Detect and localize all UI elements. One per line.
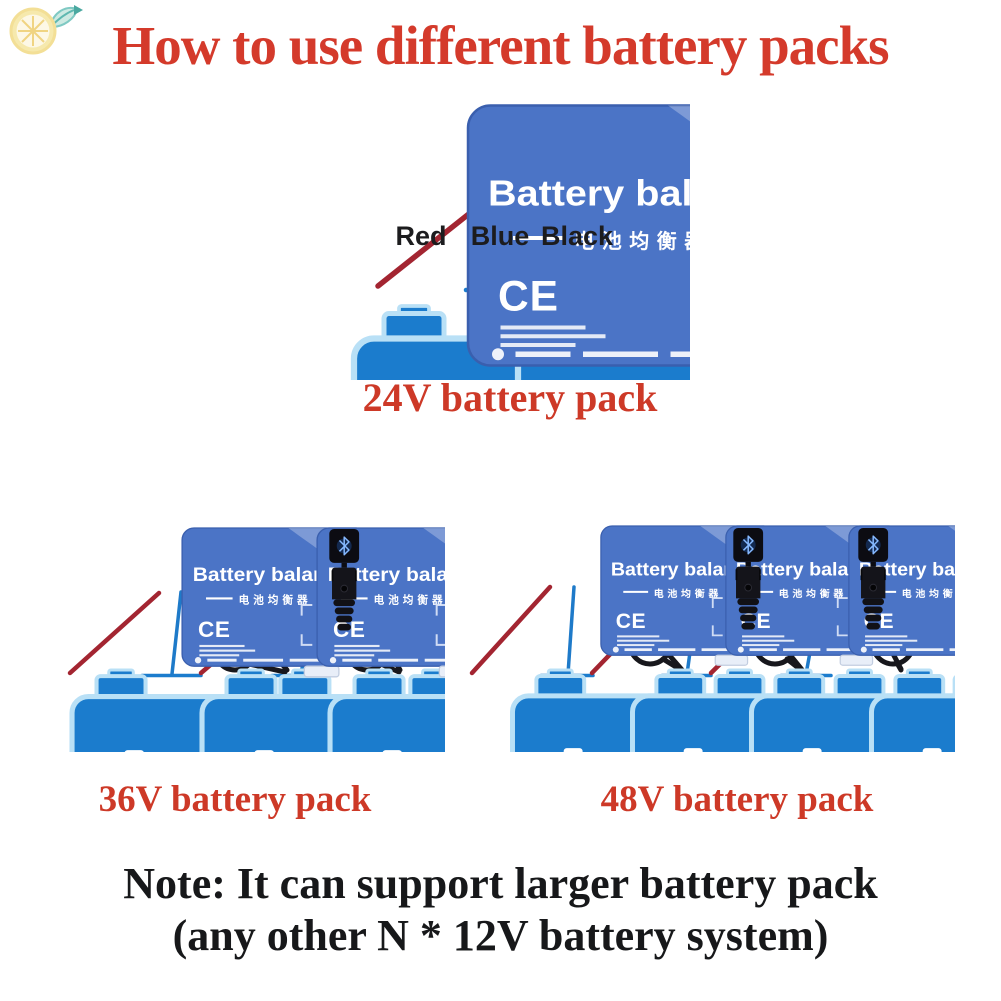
black-cable-tail [784,656,804,673]
black-cable-tail [660,656,684,673]
red-wire [67,590,162,676]
wire-label-red: Red [395,221,446,251]
blue-wire [170,590,183,676]
blue-wire [566,585,576,676]
note-line-1: Note: It can support larger battery pack [123,859,878,908]
red-wire [469,584,553,676]
diagram-48v [469,525,955,752]
caption-48v: 48V battery pack [600,779,874,820]
wire-label-blue: Blue [471,221,530,251]
leaf-tip [74,5,83,15]
diagram-36v [67,527,445,752]
diagram-24v: Red Blue Black [352,104,690,380]
wire-label-black: Black [541,221,614,251]
red-wire [375,210,473,289]
lemon-slice-logo [9,5,83,55]
caption-24v: 24V battery pack [362,375,658,420]
black-cable-tail [894,660,904,673]
page-title: How to use different battery packs [112,15,889,76]
lemon-slice-icon [9,7,57,55]
caption-36v: 36V battery pack [98,779,372,820]
note-line-2: (any other N * 12V battery system) [172,911,829,960]
